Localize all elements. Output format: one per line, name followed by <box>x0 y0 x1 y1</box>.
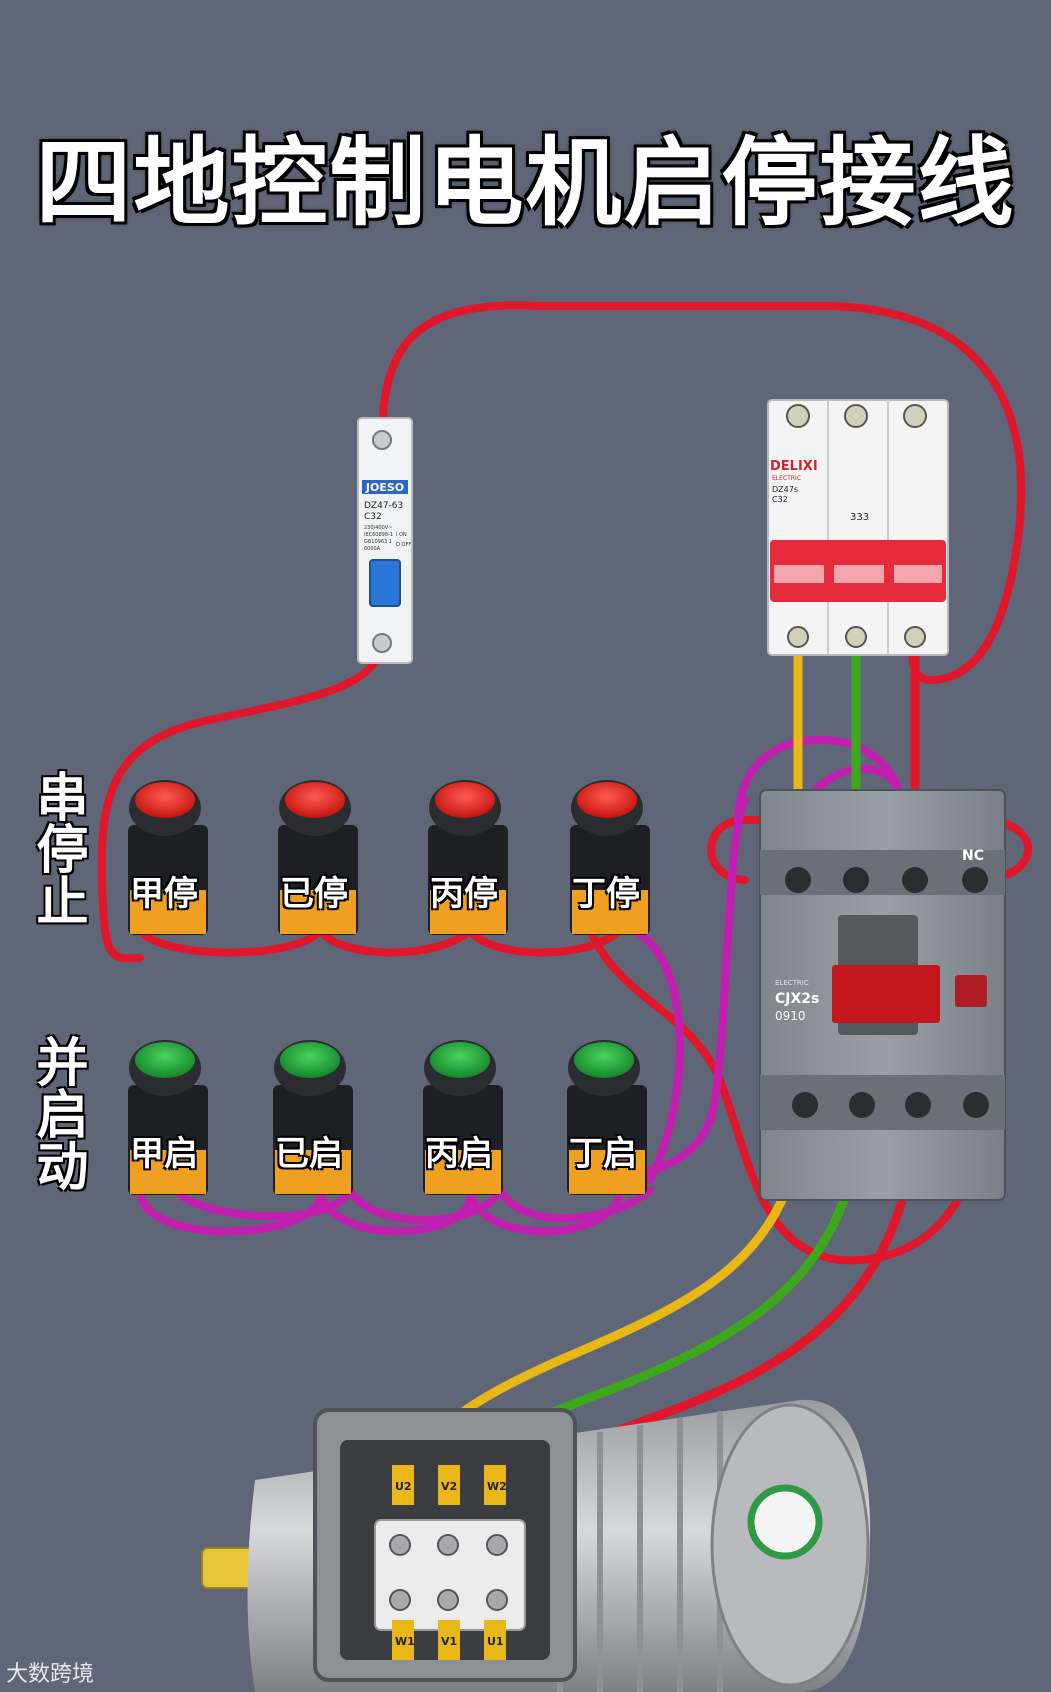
contactor-model: CJX2s <box>775 991 819 1007</box>
start-button-cap[interactable] <box>280 1042 340 1078</box>
terminal-u1: U1 <box>487 1635 504 1648</box>
terminal-w1: W1 <box>395 1635 415 1648</box>
stop-button-label-3: 丙停 <box>430 874 498 914</box>
main-breaker-subtitle: ELECTRIC <box>772 475 801 482</box>
small-breaker-off: O OFF <box>396 542 411 548</box>
small-breaker-top-terminal <box>372 430 392 450</box>
wire-red-supply <box>378 301 1026 685</box>
start-button-label-4: 丁启 <box>569 1134 637 1174</box>
small-breaker: JOESO DZ47-63 C32 230/400V~ IEC60898-1 G… <box>357 417 413 664</box>
stop-button-2[interactable] <box>278 780 358 935</box>
main-breaker-bottom-terminal-1 <box>787 626 809 648</box>
stop-group-label: 串停止 <box>27 770 87 926</box>
contactor-top-terminal-2 <box>843 867 869 893</box>
main-breaker: DELIXI ELECTRIC DZ47s C32 333 <box>767 399 949 656</box>
small-breaker-spec-4: 6000A <box>364 546 381 552</box>
wire-magenta-stop-link <box>626 926 684 1184</box>
start-button-3[interactable] <box>423 1040 503 1195</box>
small-breaker-toggle[interactable] <box>369 559 401 607</box>
start-button-label-1: 甲启 <box>130 1134 198 1174</box>
terminal-v1: V1 <box>441 1635 457 1648</box>
small-breaker-spec-2: IEC60898-1 <box>364 532 393 538</box>
wire-magenta-start-parallel-2 <box>171 1181 654 1224</box>
contactor-top-terminal-3 <box>902 867 928 893</box>
wire-magenta-start-parallel <box>136 1186 624 1236</box>
contactor-bottom-terminal-2 <box>849 1092 875 1118</box>
small-breaker-brand: JOESO <box>365 481 404 494</box>
start-button-cap[interactable] <box>430 1042 490 1078</box>
stop-button-3[interactable] <box>428 780 508 935</box>
motor-badge <box>747 1484 823 1560</box>
terminal-u2: U2 <box>395 1480 412 1493</box>
main-breaker-bottom-terminal-3 <box>904 626 926 648</box>
contactor-armature <box>832 965 940 1023</box>
start-button-label-2: 已启 <box>275 1134 343 1174</box>
small-breaker-on: I ON <box>396 532 407 538</box>
main-breaker-terminal-2 <box>844 404 868 428</box>
contactor-code: 0910 <box>775 1009 806 1023</box>
main-breaker-model: DZ47s <box>772 485 798 494</box>
contactor-indicator <box>955 975 987 1007</box>
wire-red-stop-to-coil <box>586 926 984 1265</box>
small-breaker-model: DZ47-63 <box>364 501 403 511</box>
small-breaker-spec-1: 230/400V~ <box>364 525 392 531</box>
stop-button-label-2: 已停 <box>280 874 348 914</box>
stop-button-1[interactable] <box>128 780 208 935</box>
start-button-4[interactable] <box>567 1040 647 1195</box>
motor: U2 V2 W2 W1 V1 U1 <box>201 1399 870 1692</box>
small-breaker-rating: C32 <box>364 512 382 522</box>
stop-button-cap[interactable] <box>577 782 637 818</box>
contactor-bottom-terminal-1 <box>792 1092 818 1118</box>
main-breaker-terminal-1 <box>786 404 810 428</box>
watermark: 大数跨境 <box>6 1662 95 1687</box>
contactor: NC ELECTRIC CJX2s 0910 <box>759 789 1006 1201</box>
main-breaker-terminal-3 <box>903 404 927 428</box>
stop-button-label-1: 甲停 <box>130 874 198 914</box>
stop-button-cap[interactable] <box>285 782 345 818</box>
start-button-2[interactable] <box>273 1040 353 1195</box>
contactor-bottom-terminal-4 <box>963 1092 989 1118</box>
start-button-1[interactable] <box>128 1040 208 1195</box>
wire-red-to-stops <box>97 636 386 963</box>
main-breaker-bottom-terminal-2 <box>845 626 867 648</box>
main-breaker-rating: C32 <box>772 495 788 504</box>
contactor-top-terminal-nc <box>962 867 988 893</box>
terminal-w2: W2 <box>487 1480 507 1493</box>
terminal-v2: V2 <box>441 1480 457 1493</box>
wire-red-stop-series <box>136 922 624 957</box>
stop-button-cap[interactable] <box>135 782 195 818</box>
stop-button-label-4: 丁停 <box>572 874 640 914</box>
small-breaker-spec-3: GB10963.1 <box>364 539 392 545</box>
stop-button-4[interactable] <box>570 780 650 935</box>
main-breaker-brand: DELIXI <box>770 459 818 474</box>
start-button-label-3: 丙启 <box>425 1134 493 1174</box>
stop-buttons <box>128 780 650 935</box>
start-buttons <box>128 1040 647 1195</box>
contactor-subtitle: ELECTRIC <box>775 979 809 987</box>
start-group-label: 并启动 <box>27 1035 87 1191</box>
diagram-title: 四地控制电机启停接线 <box>35 127 1016 239</box>
contactor-bottom-terminal-3 <box>905 1092 931 1118</box>
small-breaker-bottom-terminal <box>372 633 392 653</box>
main-breaker-mark: 333 <box>850 512 869 523</box>
contactor-top-terminal-1 <box>785 867 811 893</box>
start-button-cap[interactable] <box>574 1042 634 1078</box>
contactor-nc-label: NC <box>962 848 984 864</box>
stop-button-cap[interactable] <box>435 782 495 818</box>
start-button-cap[interactable] <box>135 1042 195 1078</box>
